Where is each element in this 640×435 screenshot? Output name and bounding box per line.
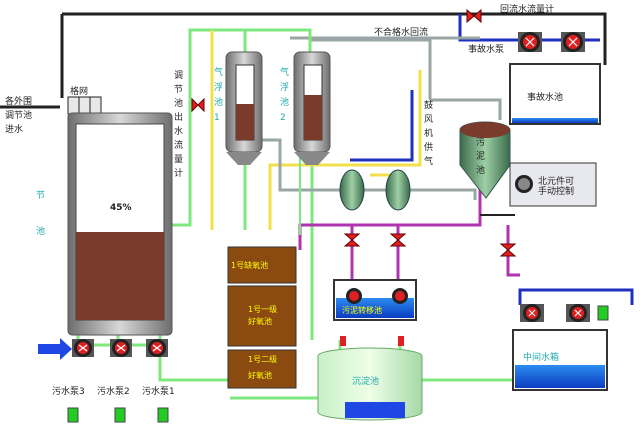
sludge-valve-c[interactable]	[499, 243, 517, 257]
transfer-pump-b[interactable]	[392, 288, 408, 304]
svg-text:池: 池	[36, 225, 45, 237]
grille: 格网	[67, 85, 102, 115]
aerobic-tank-2: 1号二级 好氧池	[227, 349, 297, 389]
screw-press-control[interactable]: 北元件可 手动控制	[509, 162, 597, 207]
return-pipe	[62, 12, 607, 65]
pump1-status-indicator[interactable]	[157, 407, 169, 423]
middle-pump-status-indicator[interactable]	[597, 305, 609, 321]
middle-pump-b[interactable]	[566, 304, 590, 322]
anoxic-tank: 1号缺氧池	[227, 246, 297, 284]
sediment-tank: 沉淀池	[317, 347, 423, 421]
filter-a	[339, 169, 365, 211]
sludge-tank: 污泥池	[459, 121, 511, 199]
reflux-meter-label: 回流水流量计	[500, 3, 554, 15]
emergency-pump-label: 事故水泵	[468, 43, 504, 55]
pump-fan-icon	[116, 344, 126, 352]
sewage-pump-1[interactable]	[146, 339, 168, 357]
regulating-tank-level	[76, 232, 164, 320]
pump-fan-icon	[152, 344, 162, 352]
pump1-label: 污水泵1	[142, 385, 175, 397]
pump-fan-icon	[525, 37, 535, 47]
pump3-label: 污水泵3	[52, 385, 85, 397]
svg-text:污泥转移池: 污泥转移池	[342, 305, 382, 315]
pump2-status-indicator[interactable]	[114, 407, 126, 423]
sewage-pump-3[interactable]	[72, 339, 94, 357]
pump-fan-icon	[568, 37, 578, 47]
inlet-arrow-icon	[38, 338, 72, 360]
inlet-label: 各外围 调节池 进水	[5, 95, 32, 135]
sediment-inlet-valve-a[interactable]	[340, 336, 346, 346]
pump-fan-icon	[528, 309, 536, 317]
svg-text:沉淀池: 沉淀池	[352, 375, 379, 387]
emergency-pump-b[interactable]	[561, 32, 585, 52]
middle-water-tank: 中间水箱	[512, 329, 608, 391]
middle-pump-a[interactable]	[520, 304, 544, 322]
sludge-valve-a[interactable]	[343, 233, 361, 247]
svg-text:进水: 进水	[5, 123, 23, 135]
svg-text:手动控制: 手动控制	[538, 185, 574, 197]
transfer-pump-a[interactable]	[346, 288, 362, 304]
svg-text:1号二级: 1号二级	[248, 354, 277, 364]
pump-fan-icon	[78, 344, 88, 352]
reg-flow-meter-label: 调节池出水流量计	[174, 70, 183, 179]
reg-outlet-valve[interactable]	[191, 97, 205, 113]
svg-text:调节池: 调节池	[5, 109, 32, 121]
pump-fan-icon	[574, 309, 582, 317]
svg-text:调节池出水流量计: 调节池出水流量计	[174, 70, 183, 179]
svg-text:污泥池: 污泥池	[476, 136, 485, 176]
sludge-valve-b[interactable]	[389, 233, 407, 247]
emergency-pump-a[interactable]	[518, 32, 542, 52]
regulating-tank-level-text: 45%	[110, 203, 132, 213]
svg-text:北元件可: 北元件可	[538, 175, 574, 187]
svg-text:好氧池: 好氧池	[248, 370, 272, 380]
svg-text:中间水箱: 中间水箱	[523, 351, 559, 363]
reflux-valve[interactable]	[466, 8, 482, 24]
grille-label: 格网	[70, 85, 88, 97]
pump2-label: 污水泵2	[97, 385, 130, 397]
svg-text:各外围: 各外围	[5, 95, 32, 107]
svg-text:1号一级: 1号一级	[248, 304, 277, 314]
svg-text:鼓风机供气: 鼓风机供气	[424, 99, 433, 167]
emergency-tank: 事故水池	[509, 63, 601, 125]
filter-b	[385, 169, 411, 211]
sewage-pump-2[interactable]	[110, 339, 132, 357]
sediment-inlet-valve-b[interactable]	[398, 336, 404, 346]
svg-text:好氧池: 好氧池	[248, 316, 272, 326]
unqualified-return-label: 不合格水回流	[374, 26, 428, 38]
svg-text:1号缺氧池: 1号缺氧池	[231, 260, 268, 270]
aerobic-tank-1: 1号一级 好氧池	[227, 285, 297, 347]
svg-text:事故水池: 事故水池	[527, 91, 563, 103]
pump3-status-indicator[interactable]	[67, 407, 79, 423]
svg-text:节: 节	[36, 190, 45, 201]
regulating-tank: 45% 节 池	[36, 112, 173, 336]
